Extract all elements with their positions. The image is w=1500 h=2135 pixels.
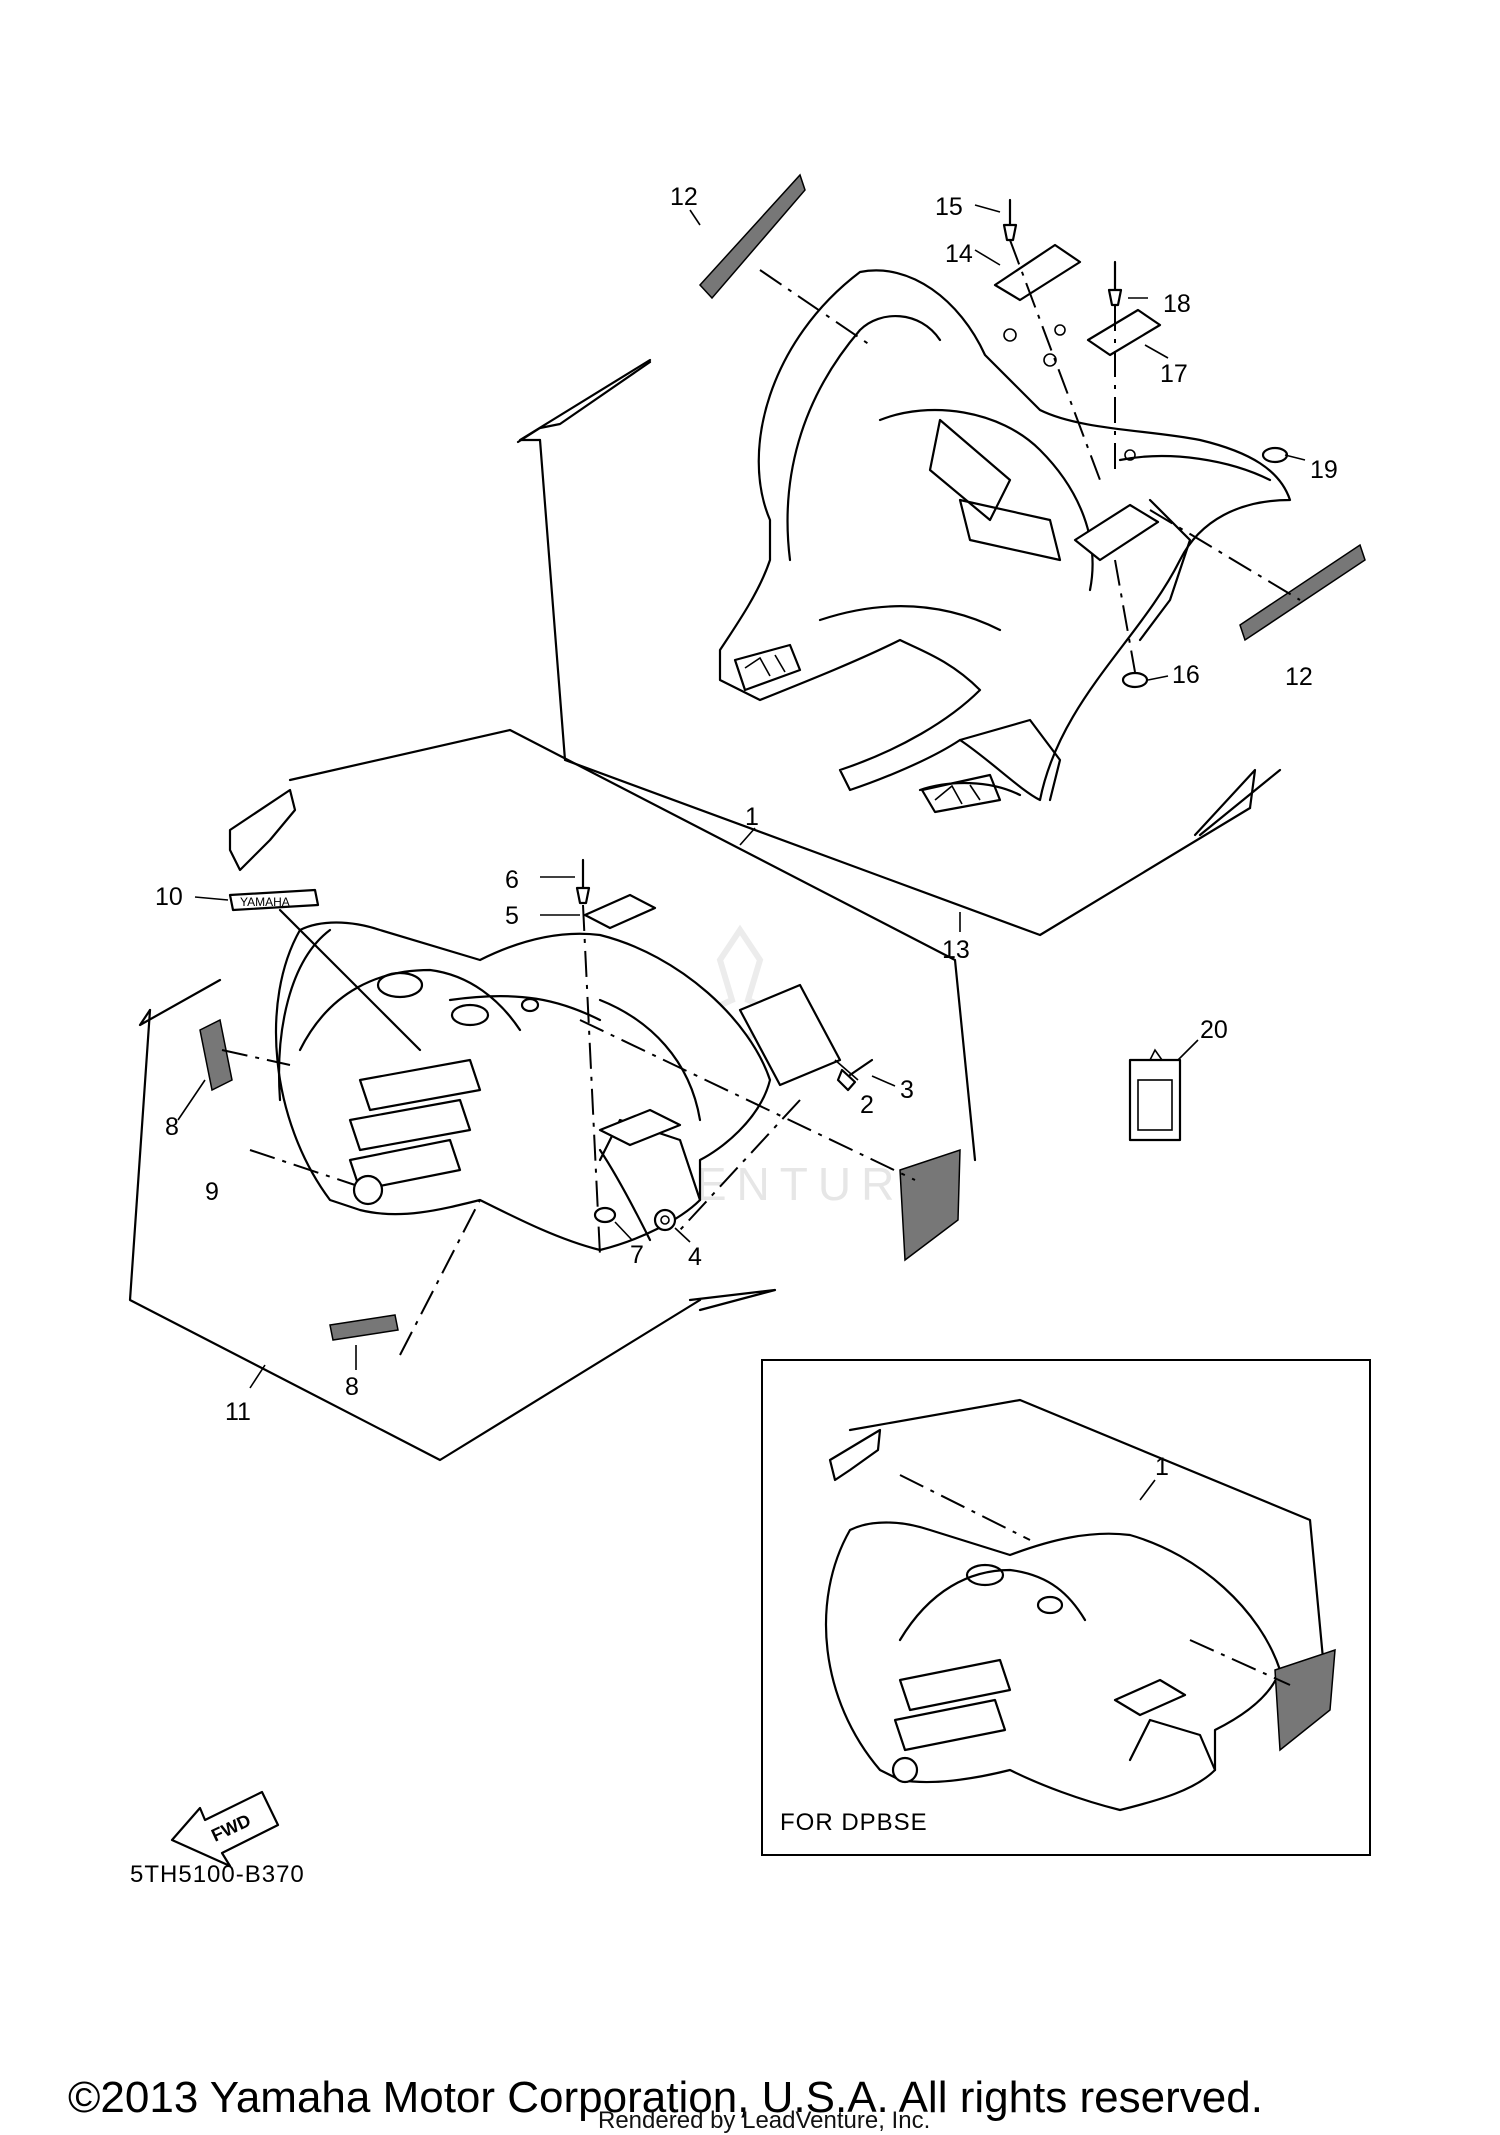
callout-2: 2 — [860, 1091, 874, 1119]
rivet-18 — [1107, 260, 1148, 307]
callout-6: 6 — [505, 866, 519, 894]
decal-set-outline — [128, 1008, 702, 1462]
rear-fender-kit-outline — [538, 438, 1252, 937]
side-decal-upper — [698, 173, 806, 300]
side-decal-right — [1239, 543, 1366, 642]
rendered-by: Rendered by LeadVenture, Inc. — [598, 2107, 930, 2134]
copyright-notice: ©2013 Yamaha Motor Corporation, U.S.A. A… — [68, 2073, 1263, 2122]
grommet-7 — [593, 1206, 617, 1224]
grommet-16 — [1121, 671, 1149, 689]
callout-3: 3 — [900, 1076, 914, 1104]
plate-5 — [583, 893, 657, 930]
callout-4: 4 — [688, 1243, 702, 1271]
decal-8-bottom — [329, 1314, 399, 1341]
plate-14 — [993, 243, 1082, 302]
plate-2 — [738, 983, 842, 1087]
grommet-19 — [1261, 446, 1289, 464]
callout-14: 14 — [945, 240, 973, 268]
decal-tip-right — [899, 1148, 961, 1262]
plate-17 — [1086, 308, 1162, 357]
label-20 — [1128, 1039, 1199, 1142]
callout-19: 19 — [1310, 456, 1338, 484]
badge-10-text: YAMAHA — [240, 895, 290, 909]
grommet-4 — [653, 1208, 677, 1232]
callout-11: 11 — [225, 1398, 251, 1426]
rivet-3 — [836, 1058, 896, 1092]
inset-panel — [761, 1359, 1371, 1856]
callout-12-top: 12 — [670, 183, 698, 211]
inset-label: FOR DPBSE — [780, 1809, 928, 1836]
tail-logo-right — [920, 773, 1002, 814]
fwd-arrow: FWD — [170, 1790, 280, 1868]
callout-8-bottom: 8 — [345, 1373, 359, 1401]
callout-17: 17 — [1160, 360, 1188, 388]
rivet-15 — [974, 198, 1018, 242]
rear-fender-body — [718, 269, 1292, 802]
drawing-code: 5TH5100-B370 — [130, 1861, 305, 1888]
inset-frame — [761, 1359, 1371, 1856]
decal-8-left — [199, 1018, 233, 1092]
callout-5: 5 — [505, 902, 519, 930]
rear-fender-assembly — [516, 173, 1366, 937]
badge-10: YAMAHA — [194, 888, 320, 912]
callout-16: 16 — [1172, 661, 1200, 689]
callout-8-left: 8 — [165, 1113, 179, 1141]
callout-15: 15 — [935, 193, 963, 221]
rivet-6 — [540, 858, 591, 905]
callout-1-inset: 1 — [1155, 1453, 1169, 1481]
callouts: 12 15 14 18 17 19 16 12 1 13 6 5 10 3 2 … — [155, 183, 1338, 1481]
callout-7: 7 — [630, 1241, 644, 1269]
front-fender-body — [274, 921, 772, 1252]
reflector-9 — [352, 1174, 384, 1206]
callout-10: 10 — [155, 883, 183, 911]
tail-logo-left — [733, 643, 802, 692]
callout-12-right: 12 — [1285, 663, 1313, 691]
front-fender-outline — [288, 728, 977, 1162]
callout-20: 20 — [1200, 1016, 1228, 1044]
front-fender-assembly: YAMAHA — [128, 728, 977, 1462]
callout-18: 18 — [1163, 290, 1191, 318]
callout-13: 13 — [942, 936, 970, 964]
callout-1: 1 — [745, 803, 759, 831]
inset-decal-tip — [1274, 1648, 1336, 1752]
callout-9: 9 — [205, 1178, 219, 1206]
